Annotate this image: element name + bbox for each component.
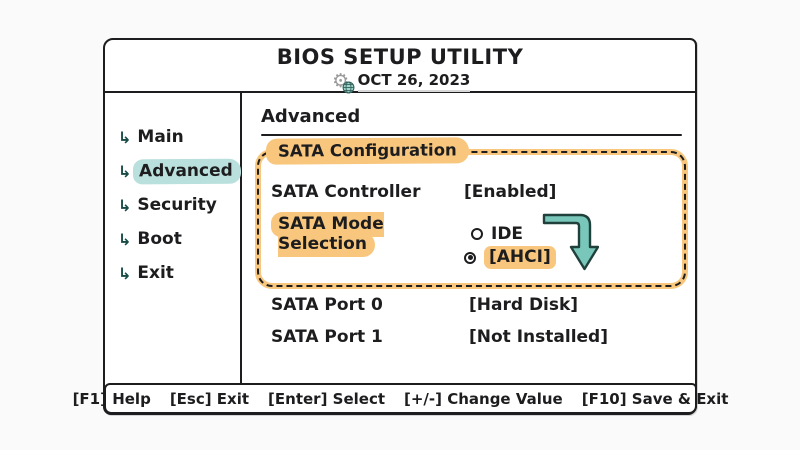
branch-arrow-icon: ↳ xyxy=(118,229,132,249)
sata-controller-row: SATA Controller [Enabled] xyxy=(271,182,676,202)
sata-mode-row: SATA Mode Selection IDE xyxy=(271,212,676,257)
branch-arrow-icon: ↳ xyxy=(118,195,132,215)
date-label: OCT 26, 2023 xyxy=(357,71,471,92)
radio-unselected-icon[interactable] xyxy=(471,228,483,240)
branch-arrow-icon: ↳ xyxy=(118,127,132,147)
sata-configuration-title: SATA Configuration xyxy=(265,137,469,165)
option-ahci-label: [AHCI] xyxy=(484,246,556,269)
hint-esc-exit: [Esc] Exit xyxy=(169,389,250,408)
sata-controller-label: SATA Controller xyxy=(271,182,421,202)
gear-icon: ⚙ xyxy=(330,70,355,94)
globe-icon xyxy=(342,81,355,94)
sidebar-item-boot[interactable]: ↳ Boot xyxy=(105,222,240,256)
date-row: ⚙ OCT 26, 2023 xyxy=(105,70,695,94)
sidebar-item-label: Boot xyxy=(137,229,182,249)
sidebar-item-label: Security xyxy=(137,195,217,215)
down-arrow-icon xyxy=(542,213,599,271)
panel-heading: Advanced xyxy=(261,106,361,127)
sata-configuration-box: SATA Configuration SATA Controller [Enab… xyxy=(255,137,688,289)
sidebar-item-security[interactable]: ↳ Security xyxy=(105,188,240,222)
sidebar-item-exit[interactable]: ↳ Exit xyxy=(105,256,240,290)
branch-arrow-icon: ↳ xyxy=(118,161,132,181)
sata-mode-ahci-row: [AHCI] xyxy=(271,246,676,269)
option-ide-label: IDE xyxy=(491,224,524,244)
radio-selected-icon[interactable] xyxy=(464,251,476,264)
bios-header: BIOS SETUP UTILITY ⚙ OCT 26, 2023 xyxy=(105,40,695,94)
sata-port-0-label: SATA Port 0 xyxy=(271,295,383,315)
page-title: BIOS SETUP UTILITY xyxy=(276,45,524,69)
sidebar-item-label: Exit xyxy=(137,263,174,283)
sata-port-1-label: SATA Port 1 xyxy=(271,327,383,347)
sata-port-0-value[interactable]: [Hard Disk] xyxy=(469,295,579,315)
sata-controller-value[interactable]: [Enabled] xyxy=(464,182,557,202)
hint-enter-select: [Enter] Select xyxy=(268,389,385,408)
sidebar-item-label: Main xyxy=(137,127,184,147)
bios-window: BIOS SETUP UTILITY ⚙ OCT 26, 2023 xyxy=(73,38,728,415)
option-ahci[interactable]: [AHCI] xyxy=(464,246,556,269)
hint-f1-help: [F1] Help xyxy=(72,389,151,408)
key-hints-bar: [F1] Help [Esc] Exit [Enter] Select [+/-… xyxy=(73,383,728,414)
hint-f10-save-exit: [F10] Save & Exit xyxy=(581,389,729,408)
sata-port-1-value[interactable]: [Not Installed] xyxy=(469,327,608,347)
bios-body: ↳ Main ↳ Advanced ↳ Security ↳ Boot ↳ xyxy=(105,93,695,383)
sata-port-0-row: SATA Port 0 [Hard Disk] xyxy=(271,295,578,315)
sidebar: ↳ Main ↳ Advanced ↳ Security ↳ Boot ↳ xyxy=(105,93,242,383)
sidebar-item-label: Advanced xyxy=(133,158,242,184)
advanced-panel: Advanced SATA Configuration SATA Control… xyxy=(242,93,695,383)
sata-port-1-row: SATA Port 1 [Not Installed] xyxy=(271,327,608,347)
heading-divider xyxy=(261,134,682,136)
branch-arrow-icon: ↳ xyxy=(118,263,132,283)
sata-mode-label: SATA Mode Selection xyxy=(271,212,384,257)
sidebar-item-advanced[interactable]: ↳ Advanced xyxy=(105,154,242,188)
option-ide[interactable]: IDE xyxy=(471,224,523,244)
hint-change-value: [+/-] Change Value xyxy=(404,389,563,408)
sidebar-item-main[interactable]: ↳ Main xyxy=(105,120,240,154)
